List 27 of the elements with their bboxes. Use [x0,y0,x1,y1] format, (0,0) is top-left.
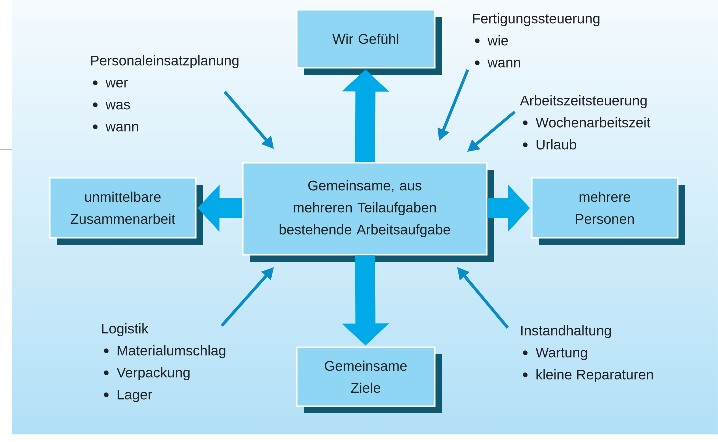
text-box: unmittelbare Zusammenarbeit [49,177,203,245]
node-label: wie [488,35,508,46]
node-label: Wochenarbeitszeit [536,117,651,128]
node-label: was [106,102,130,110]
node-label: Arbeitszeitsteuerung [520,95,647,108]
node-label: Lager [118,390,152,402]
node-label: wer [106,80,128,88]
bullet-list: Logistik Materialumschlag Verpackung Lager [102,323,226,402]
text-box: Wir Gefühl [296,9,442,75]
node-label: Instandhaltung [521,325,612,338]
node-label: Personaleinsatzplanung [91,55,239,68]
node-label: Logistik [102,323,149,336]
bullet-list: Personaleinsatzplanung wer was wann [91,55,239,132]
bullet-list: Fertigungssteuerung wie wann [473,13,600,68]
node-label: wann [106,124,138,132]
text-box: Gemeinsame, aus mehreren Teilaufgaben bestehende Arbeitsaufgabe [242,162,494,262]
text-box: mehrere Personen [531,177,685,245]
node-label: kleine Reparaturen [536,369,654,382]
text-box: Gemeinsame Ziele [296,346,442,414]
node-label: Urlaub [536,139,576,150]
node-label: Fertigungssteuerung [473,13,600,26]
node-label: Verpackung [116,367,190,380]
node-label: Materialumschlag [118,345,226,358]
bullet-list: Arbeitszeitsteuerung Wochenarbeitszeit Urlaub [520,95,651,150]
node-label: wann [488,60,520,68]
node-label: Wartung [536,348,588,360]
bullet-list: Instandhaltung Wartung kleine Reparaturen [521,325,654,382]
